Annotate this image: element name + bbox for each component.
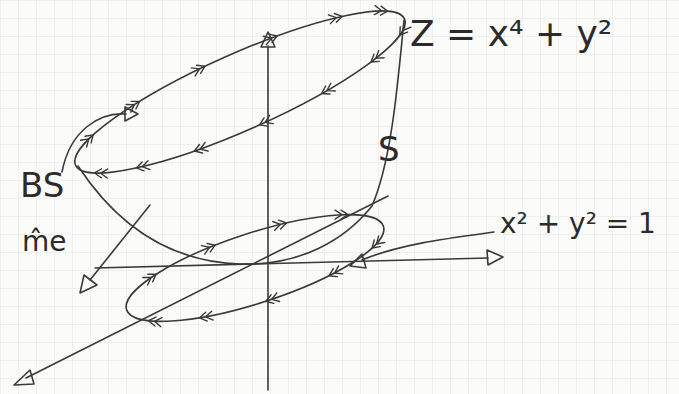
orientation-arrow [142, 161, 150, 170]
orientation-arrow [377, 236, 385, 244]
leader-arrowhead [350, 254, 366, 268]
vector-arrowhead [80, 275, 97, 293]
surface-outline [78, 20, 404, 264]
leader-line [62, 114, 126, 172]
x-axis [26, 196, 388, 378]
unit-circle [116, 193, 394, 343]
normal-vector [90, 205, 150, 280]
orientation-arrow [403, 22, 411, 30]
normal-label: m̂e [22, 228, 67, 256]
boundary-label: BS [20, 168, 64, 202]
orientation-arrow [263, 36, 271, 44]
orientation-arrow [81, 139, 89, 147]
leader-line [362, 232, 494, 260]
axis-arrowhead [487, 250, 503, 265]
z-axis [267, 46, 269, 390]
axis-arrowhead [14, 370, 34, 385]
orientation-arrow [376, 51, 384, 59]
y-axis [95, 258, 488, 268]
orientation-arrow [143, 277, 151, 285]
orientation-arrow [191, 68, 199, 76]
equation-label: x² + y² = 1 [500, 210, 656, 238]
orientation-arrow [206, 311, 214, 320]
orientation-arrow [265, 115, 273, 123]
orientation-arrow [154, 318, 161, 327]
orientation-arrow [272, 293, 280, 302]
orientation-arrow [374, 6, 381, 15]
orientation-arrow [328, 15, 336, 24]
orientation-arrow [126, 104, 134, 112]
surface-label: S [378, 132, 400, 166]
orientation-arrow [201, 246, 209, 254]
equation-label: Z = x⁴ + y² [410, 16, 612, 52]
orientation-arrow [200, 143, 208, 151]
orientation-arrow [334, 266, 342, 274]
surface-rim [60, 0, 420, 200]
orientation-arrow [273, 222, 281, 231]
orientation-arrow [335, 210, 342, 219]
orientation-arrow [101, 169, 108, 178]
orientation-arrow [327, 83, 335, 91]
